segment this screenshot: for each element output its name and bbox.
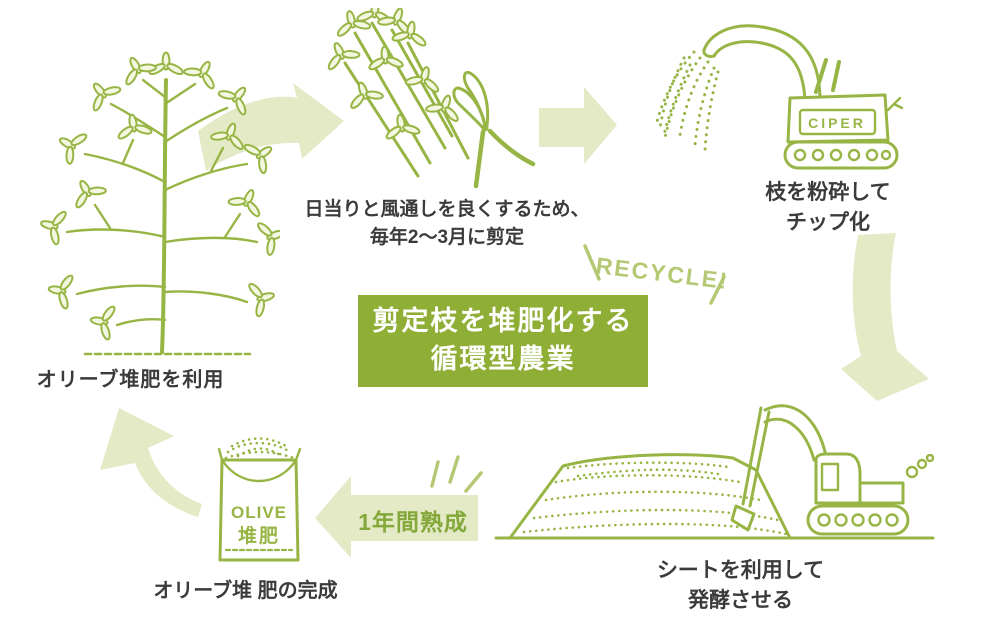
arrow-bag-to-tree-icon: [100, 408, 202, 517]
wood-chipper-illustration: CIPER: [654, 24, 904, 170]
use-compost-label: オリーブ堆肥を利用: [36, 369, 225, 391]
bag-text-olive: OLIVE: [231, 503, 287, 522]
chipping-label: 枝を粉砕して チップ化: [742, 178, 914, 239]
arrow-tree-to-pruning-icon: [198, 83, 344, 171]
olive-tree-illustration: [35, 48, 280, 356]
tree-branches: [65, 78, 259, 327]
center-title-line1: 剪定枝を堆肥化する: [372, 306, 634, 337]
compost-bag-illustration: OLIVE 堆肥: [217, 437, 302, 562]
chipping-label-line1: 枝を粉砕して: [765, 181, 891, 204]
bag-outline: [218, 458, 300, 562]
pruning-label-line1: 日当りと風通しを良くするため、: [304, 199, 590, 220]
compost-on-top: [224, 437, 296, 460]
excavator-icon: [730, 404, 935, 532]
bag-fold: [220, 458, 298, 483]
compost-pile-excavator-illustration: [494, 404, 935, 540]
sparkle-marks-icon: [430, 455, 483, 493]
fermentation-label-line2: 発酵させる: [688, 589, 793, 613]
fermentation-label: シートを利用して 発酵させる: [628, 556, 853, 617]
chipper-tracks: [783, 140, 899, 170]
pruning-shears-icon: [452, 70, 536, 189]
maturation-arrow-label: 1年間熟成: [358, 509, 468, 535]
compost-done-label: オリーブ堆 肥の完成: [153, 580, 338, 602]
pruning-label-line2: 毎年2〜3月に剪定: [369, 226, 525, 248]
center-title-box: 剪定枝を堆肥化する 循環型農業: [358, 295, 648, 387]
chipper-body: CIPER: [786, 58, 904, 144]
chip-spray: [654, 50, 720, 152]
chipping-label-line2: チップ化: [786, 211, 870, 235]
recycle-slash-marks-icon: [583, 244, 726, 305]
pruning-label: 日当りと風通しを良くするため、 毎年2〜3月に剪定: [292, 196, 602, 251]
chipper-chute: [702, 24, 822, 102]
arrow-pruning-to-chipper-icon: [539, 87, 617, 164]
center-title-line2: 循環型農業: [430, 344, 576, 374]
excavator-tracks: [806, 504, 910, 536]
arrow-maturation-icon: [315, 476, 478, 558]
bag-text-compost: 堆肥: [238, 524, 280, 547]
chipper-brand-text: CIPER: [808, 115, 866, 131]
pruned-branches-and-shears-illustration: [318, 8, 536, 189]
arrow-chipper-to-fermentation-icon: [841, 233, 929, 401]
fermentation-label-line1: シートを利用して: [656, 559, 825, 582]
